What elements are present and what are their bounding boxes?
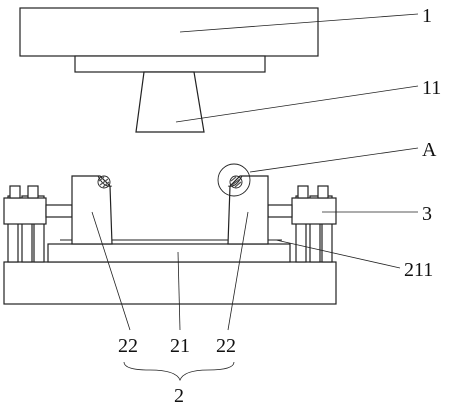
leader-22-right — [227, 211, 249, 331]
left-die-groove — [97, 175, 113, 187]
left-post-inner — [21, 195, 33, 263]
leader-211 — [275, 239, 401, 269]
labels: 1 11 A 3 211 22 21 22 2 — [118, 5, 441, 407]
leader-11 — [175, 85, 419, 123]
label-3: 3 — [422, 203, 432, 225]
fixing-plate-21 — [47, 243, 291, 263]
leader-lines — [91, 13, 419, 382]
leader-21 — [177, 251, 181, 331]
right-die-groove — [227, 175, 243, 187]
right-die-body — [227, 175, 269, 245]
upper-die — [19, 7, 319, 133]
upper-neck — [74, 55, 266, 73]
left-bolt-head-2 — [27, 185, 39, 199]
brace-2 — [123, 361, 235, 382]
label-2: 2 — [174, 385, 184, 407]
leader-A — [249, 147, 419, 173]
label-A: A — [422, 139, 437, 161]
right-roller-bearing — [229, 175, 243, 189]
left-bolt-head-1 — [9, 185, 21, 199]
left-clamp — [3, 185, 73, 263]
label-211: 211 — [404, 259, 433, 281]
left-roller-hatch — [98, 176, 110, 188]
left-die-body — [71, 175, 113, 245]
left-die-block — [71, 175, 113, 245]
label-22-right: 22 — [216, 335, 236, 357]
left-clamp-block — [3, 197, 47, 225]
label-22-left: 22 — [118, 335, 138, 357]
right-bolt-head-2 — [317, 185, 329, 199]
right-post-inner — [309, 195, 321, 263]
right-die-block — [217, 163, 269, 245]
label-11: 11 — [422, 77, 441, 99]
label-21: 21 — [170, 335, 190, 357]
right-rod — [267, 204, 293, 218]
upper-plate — [19, 7, 319, 57]
base-plate — [3, 261, 337, 305]
leader-22-left — [91, 211, 131, 331]
right-clamp-block — [291, 197, 337, 225]
detail-A-circle — [217, 163, 251, 197]
right-roller-hatch — [230, 176, 242, 188]
right-clamp — [267, 185, 337, 263]
left-rod — [45, 204, 73, 218]
left-post-third — [33, 195, 45, 263]
punch-body-11 — [135, 71, 205, 133]
label-1: 1 — [422, 5, 432, 27]
left-roller-bearing — [97, 175, 111, 189]
leader-1 — [179, 13, 419, 33]
lower-base — [3, 239, 337, 305]
right-bolt-head-1 — [297, 185, 309, 199]
